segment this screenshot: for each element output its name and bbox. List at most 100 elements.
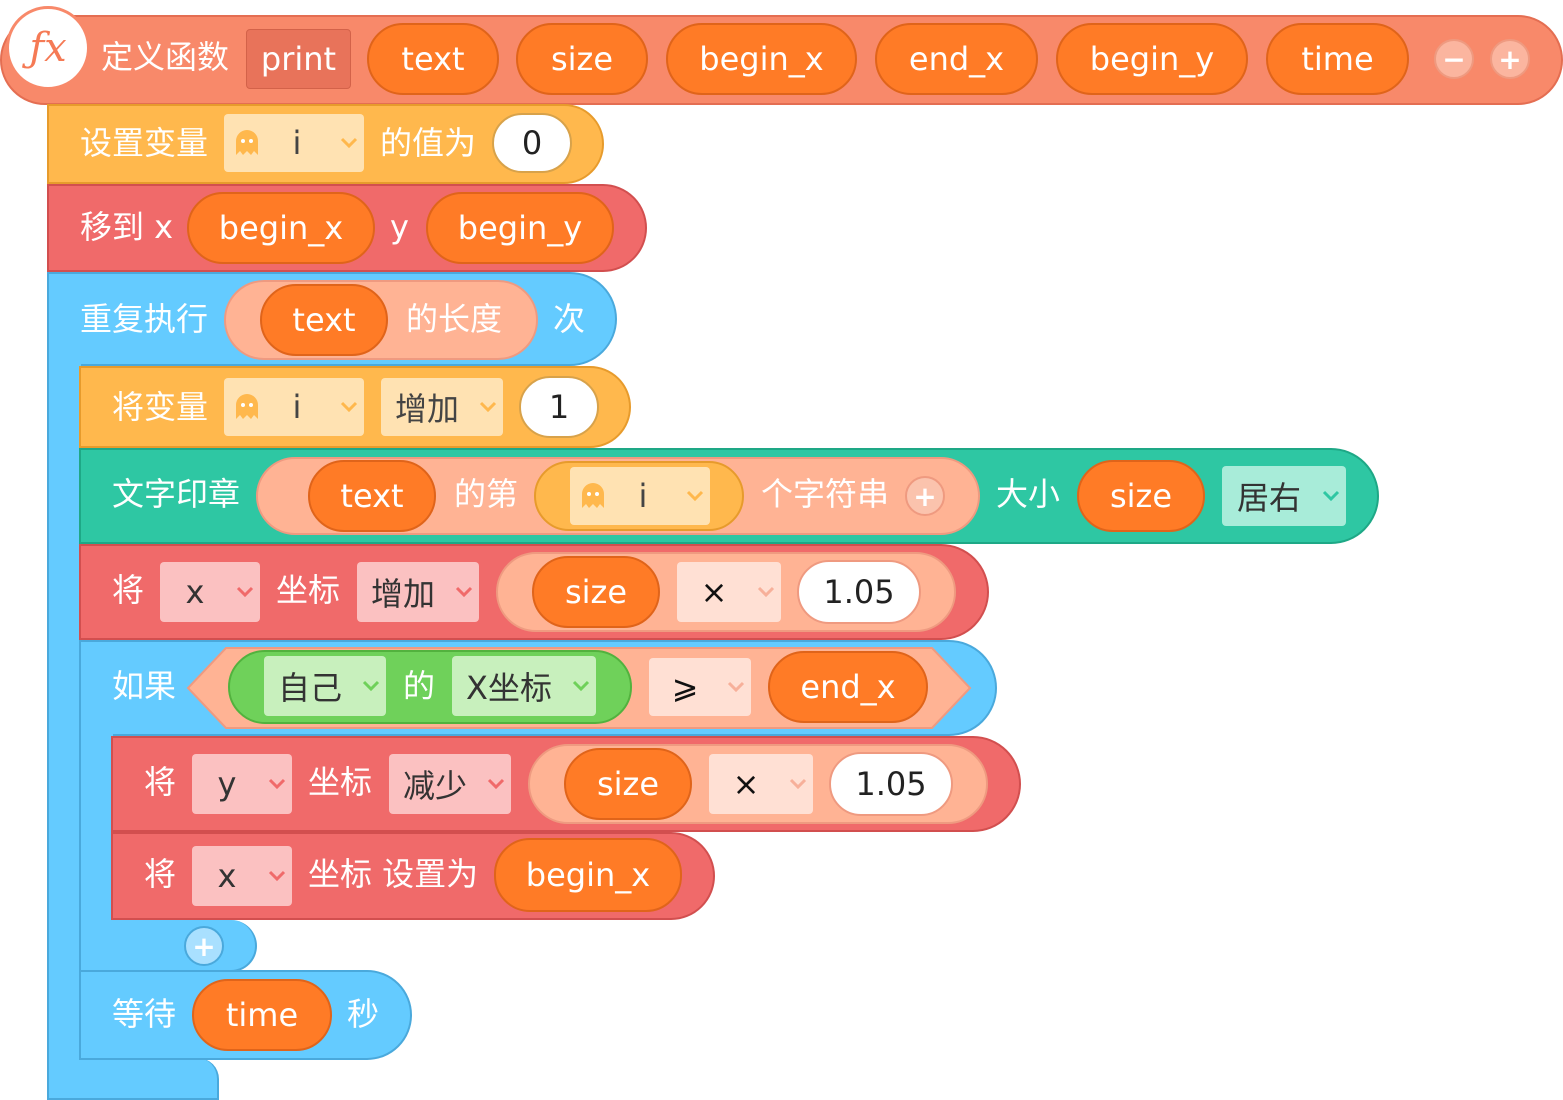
property-value: X坐标 <box>466 669 552 707</box>
chevron-down-icon <box>1316 490 1346 502</box>
move-to-label: 移到 x <box>80 208 174 246</box>
chevron-down-icon <box>334 401 364 413</box>
stamp-text-arg[interactable]: text <box>308 460 436 532</box>
multiply-arg[interactable]: size <box>564 748 692 820</box>
seconds-label: 秒 <box>347 995 380 1033</box>
move-x-arg[interactable]: begin_x <box>187 192 375 264</box>
operation-name: 增加 <box>370 575 435 613</box>
align-value: 居右 <box>1236 479 1301 517</box>
chevron-down-icon <box>449 586 479 598</box>
wait-label: 等待 <box>112 995 177 1033</box>
size-label: 大小 <box>996 475 1061 513</box>
fx-icon: ƒx <box>6 6 90 90</box>
param-size[interactable]: size <box>516 23 648 95</box>
if-label: 如果 <box>112 667 177 705</box>
repeat-label: 重复执行 <box>80 300 209 338</box>
change-x-label: 将 <box>112 571 145 609</box>
text-stamp-label: 文字印章 <box>112 475 241 513</box>
target-value: 自己 <box>277 669 342 707</box>
variable-name: i <box>638 477 648 515</box>
axis-dropdown[interactable]: x <box>192 846 292 906</box>
coord-label: 坐标 <box>276 571 341 609</box>
operation-dropdown[interactable]: 增加 <box>357 562 479 622</box>
define-label: 定义函数 <box>101 38 230 76</box>
function-name: print <box>260 40 337 78</box>
increment-input[interactable]: 1 <box>519 376 599 438</box>
chevron-down-icon <box>262 870 292 882</box>
plus-icon: + <box>1498 42 1522 76</box>
value-input[interactable]: 0 <box>492 113 572 173</box>
math-operator-dropdown[interactable]: × <box>709 754 813 814</box>
math-operator-dropdown[interactable]: × <box>677 562 781 622</box>
chevron-down-icon <box>721 681 751 693</box>
variable-dropdown[interactable]: i <box>224 114 364 172</box>
wait-arg[interactable]: time <box>192 979 332 1051</box>
math-operator: × <box>732 765 760 803</box>
repeat-block-arm <box>47 360 81 1060</box>
chevron-down-icon <box>783 778 813 790</box>
if-block-foot <box>79 920 257 972</box>
multiply-arg[interactable]: size <box>532 556 660 628</box>
axis-dropdown[interactable]: y <box>192 754 292 814</box>
length-arg[interactable]: text <box>260 284 388 356</box>
coord-label: 坐标 <box>308 763 373 801</box>
param-text[interactable]: text <box>367 23 499 95</box>
chevron-down-icon <box>230 586 260 598</box>
compare-operator: ⩾ <box>671 668 699 706</box>
param-end-x[interactable]: end_x <box>875 23 1038 95</box>
of-label: 的 <box>403 667 436 705</box>
chevron-down-icon <box>334 137 364 149</box>
variable-dropdown[interactable]: i <box>570 467 710 525</box>
axis-value: x <box>217 857 237 895</box>
plus-icon: + <box>913 479 937 513</box>
chevron-down-icon <box>356 680 386 692</box>
chevron-down-icon <box>473 401 503 413</box>
repeat-block-foot <box>47 1058 219 1100</box>
param-begin-y[interactable]: begin_y <box>1056 23 1248 95</box>
axis-value: y <box>217 765 237 803</box>
param-time[interactable]: time <box>1266 23 1409 95</box>
multiplier-input[interactable]: 1.05 <box>829 752 953 816</box>
operation-dropdown[interactable]: 增加 <box>381 378 503 436</box>
change-y-label: 将 <box>144 763 177 801</box>
compare-arg[interactable]: end_x <box>768 651 928 723</box>
param-begin-x[interactable]: begin_x <box>666 23 857 95</box>
add-else-button[interactable]: + <box>184 926 224 966</box>
chevron-down-icon <box>680 490 710 502</box>
ghost-icon <box>236 394 258 419</box>
target-dropdown[interactable]: 自己 <box>264 656 386 716</box>
move-y-arg[interactable]: begin_y <box>426 192 614 264</box>
set-x-label: 将 <box>144 855 177 893</box>
axis-dropdown[interactable]: x <box>160 562 260 622</box>
times-label: 次 <box>553 300 586 338</box>
add-param-button[interactable]: + <box>1490 39 1530 79</box>
chevron-down-icon <box>481 778 511 790</box>
compare-operator-dropdown[interactable]: ⩾ <box>649 658 751 716</box>
axis-value: x <box>185 573 205 611</box>
change-variable-label: 将变量 <box>112 388 209 426</box>
chevron-down-icon <box>566 680 596 692</box>
length-label: 的长度 <box>406 300 503 338</box>
ghost-icon <box>236 130 258 155</box>
math-operator: × <box>700 573 728 611</box>
stamp-size-arg[interactable]: size <box>1077 460 1205 532</box>
variable-dropdown[interactable]: i <box>224 378 364 436</box>
align-dropdown[interactable]: 居右 <box>1222 466 1346 526</box>
chevron-down-icon <box>262 778 292 790</box>
operation-name: 增加 <box>394 390 459 428</box>
remove-param-button[interactable]: − <box>1434 39 1474 79</box>
string-label: 个字符串 <box>761 475 890 513</box>
chevron-down-icon <box>751 586 781 598</box>
move-y-label: y <box>390 208 409 246</box>
variable-name: i <box>292 124 302 162</box>
operation-dropdown[interactable]: 减少 <box>389 754 511 814</box>
set-to-label: 坐标 设置为 <box>308 855 479 893</box>
property-dropdown[interactable]: X坐标 <box>452 656 596 716</box>
set-x-arg[interactable]: begin_x <box>494 838 682 912</box>
multiplier-input[interactable]: 1.05 <box>797 560 921 624</box>
variable-name: i <box>292 388 302 426</box>
ghost-icon <box>582 483 604 508</box>
value-label: 的值为 <box>380 124 477 162</box>
add-arg-button[interactable]: + <box>905 476 945 516</box>
function-name-field[interactable]: print <box>246 29 351 89</box>
